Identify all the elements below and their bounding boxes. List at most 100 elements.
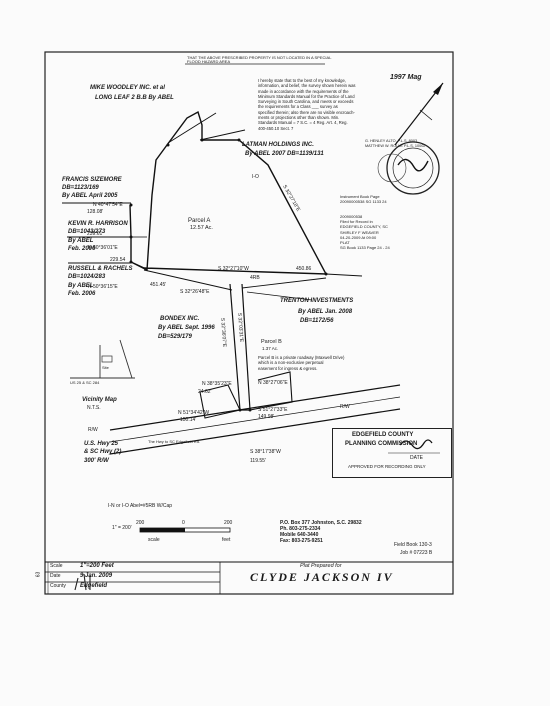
recording-line: SG Book 1133 Page 24 - 24 bbox=[340, 245, 390, 251]
parcel-b-roadway bbox=[229, 283, 251, 411]
planning-date-label: DATE bbox=[410, 455, 423, 461]
cert-line: Surveying in South Carolina, and meets o… bbox=[258, 99, 354, 105]
parcel-a-area: 12.57 Ac. bbox=[190, 225, 213, 231]
scale-label: 200 bbox=[136, 520, 145, 526]
title-client: CLYDE JACKSON IV bbox=[250, 570, 394, 584]
surveyor-seal bbox=[377, 153, 407, 183]
cert-line: Minimum Standards Manual for the Practic… bbox=[258, 93, 355, 99]
bearing-label: N 38°27'06"E bbox=[258, 380, 288, 386]
recording-line: 04-20-2009 At 09:00 bbox=[340, 234, 377, 240]
cert-line: 400-450.10 Sect. 7 bbox=[258, 125, 294, 131]
scale-word: scale bbox=[148, 537, 160, 543]
side-mark: 63 bbox=[35, 571, 42, 578]
vicinity-nts: N.T.S. bbox=[87, 405, 101, 411]
certification-block: I hereby state that to the best of my kn… bbox=[258, 78, 360, 131]
recording-line: Filed for Record in bbox=[340, 219, 373, 225]
contact-line: Mobile 640-3440 bbox=[280, 532, 319, 538]
instrument-label: Instrument Book Page bbox=[340, 194, 380, 199]
cert-line: specified therein; also there are no vis… bbox=[258, 109, 355, 115]
adjoiner-line bbox=[199, 129, 246, 141]
adjoiner-line bbox=[325, 273, 363, 277]
road-note: The Hwy to SC Edgefield Rd. bbox=[148, 439, 201, 444]
owner-harrison-date: Feb. 2006 bbox=[68, 246, 96, 252]
vicinity-site: Site bbox=[102, 365, 109, 370]
surveyor-name: MATTHEW W. ROLLE P.L.S. 10002 bbox=[365, 144, 426, 148]
planning-commission: PLANNING COMMISSION bbox=[345, 441, 418, 447]
page-frame bbox=[44, 51, 454, 595]
iron-pin-marks bbox=[129, 138, 328, 412]
contact-line: Fax: 803-275-9251 bbox=[280, 538, 323, 544]
title-scale-label: Scale bbox=[50, 563, 63, 569]
rebar-label: 4RB bbox=[250, 275, 260, 281]
recording-block: 2009000538 Filed for Record in EDGEFIELD… bbox=[340, 214, 390, 250]
recording-line: EDGEFIELD COUNTY, SC bbox=[340, 224, 388, 230]
planning-stamp bbox=[332, 428, 452, 478]
legend-note: I-N or I-O Abel=#5RB W/Cap bbox=[108, 503, 173, 509]
owner-trenton-db: DB=1172/56 bbox=[300, 318, 334, 324]
title-scale-value: 1"=200 Feet bbox=[80, 563, 114, 569]
owner-russell-by: By ABEL bbox=[68, 283, 94, 289]
parcel-b-note: Parcel B is a private roadway (Maxwell D… bbox=[258, 355, 344, 371]
cert-line: Standards Manual = 7 S.C. = 4 Reg. Art. … bbox=[258, 120, 348, 126]
title-prepared-for: Plat Prepared for bbox=[300, 563, 342, 569]
distance-label: 24.62' bbox=[198, 389, 212, 395]
title-county-label: County bbox=[50, 583, 66, 589]
bearing-label: S 51°27'33"E bbox=[258, 407, 288, 413]
contact-line: P.O. Box 377 Johnston, S.C. 29832 bbox=[280, 520, 362, 526]
instrument-number: 20090000538 SG 1133 24 bbox=[340, 199, 387, 204]
cert-line: the requirements for a Class ___ survey … bbox=[258, 104, 338, 110]
distance-label: 149.98' bbox=[258, 414, 275, 420]
bearing-label: N 40°47'54"E bbox=[93, 202, 123, 208]
scale-prefix: 1" = 200' bbox=[112, 525, 132, 531]
owner-russell-db: DB=1024/283 bbox=[68, 274, 106, 280]
approval-signature bbox=[399, 439, 433, 450]
owner-bondex-db: DB=529/179 bbox=[158, 334, 192, 340]
contact-line: Ph. 803-275-2334 bbox=[280, 526, 321, 532]
scale-label: 200 bbox=[224, 520, 233, 526]
vicinity-map-sketch bbox=[70, 339, 135, 379]
north-arrow-icon bbox=[394, 82, 444, 146]
adjoiner-line bbox=[167, 112, 217, 144]
surveyor-seal bbox=[386, 141, 440, 195]
cert-line: ments or projections other than shown. M… bbox=[258, 115, 340, 121]
parcel-a-label: Parcel A bbox=[188, 218, 211, 224]
distance-label: 128.08' bbox=[87, 209, 104, 215]
parcel-b-label: Parcel B bbox=[261, 339, 282, 345]
bearing-label: N 51°34'42"W bbox=[178, 410, 210, 416]
owner-trenton: TRENTON INVESTMENTS bbox=[280, 298, 354, 304]
highway-name-2: & SC Hwy (2) bbox=[84, 449, 122, 455]
highway-rw: R/W bbox=[88, 427, 98, 433]
scale-unit: feet bbox=[222, 537, 231, 543]
bearing-label: N 50°36'01"E bbox=[88, 245, 118, 251]
note-line: which is a non-exclusive perpetual bbox=[258, 360, 324, 366]
bearing-label: S 32°26'48"E bbox=[180, 289, 210, 295]
rw-label: R/W bbox=[340, 404, 350, 410]
owner-sizemore-by: By ABEL April 2005 bbox=[62, 193, 118, 199]
distance-label: 119.55' bbox=[250, 458, 266, 464]
note-line: Parcel B is a private roadway (Maxwell D… bbox=[258, 355, 345, 360]
owner-harrison: KEVIN R. HARRISON bbox=[68, 221, 128, 227]
owner-russell: RUSSELL & RACHELS bbox=[68, 266, 133, 272]
recording-line: SHIRLEY F WEAVER bbox=[340, 229, 379, 235]
distance-label: 229.54 bbox=[110, 257, 126, 263]
owner-woodley: MIKE WOODLEY INC. et al bbox=[90, 85, 165, 91]
planning-county: EDGEFIELD COUNTY bbox=[352, 432, 414, 438]
highway-line bbox=[109, 396, 401, 443]
owner-trenton-by: By ABEL Jan. 2008 bbox=[298, 309, 353, 315]
contact-block: P.O. Box 377 Johnston, S.C. 29832 Ph. 80… bbox=[280, 520, 362, 544]
cert-line: made in accordance with the requirements… bbox=[258, 88, 349, 94]
survey-date: 1997 Mag bbox=[390, 74, 422, 81]
surveyor-name: G. HENLEY ALTO, P.L.S. 8003 bbox=[365, 139, 418, 143]
recording-line: PLAT bbox=[340, 240, 350, 246]
lot-boundary bbox=[199, 384, 241, 419]
field-book: Field Book 130-3 bbox=[394, 542, 432, 548]
recording-line: 2009000538 bbox=[340, 214, 363, 219]
parcel-b-area: 1.37 Ac. bbox=[262, 346, 279, 351]
bearing-label: S 38°17'38"W bbox=[250, 449, 281, 455]
distance-label: 450.86 bbox=[296, 266, 312, 272]
bearing-label: S 32°27'10"W bbox=[218, 266, 249, 272]
bearing-label: S 32°03'31"E bbox=[236, 312, 245, 343]
owner-woodley-by: LONG LEAF 2 B.B By ABEL bbox=[95, 95, 174, 101]
bearing-label: N 38°35'23"E bbox=[202, 381, 232, 387]
